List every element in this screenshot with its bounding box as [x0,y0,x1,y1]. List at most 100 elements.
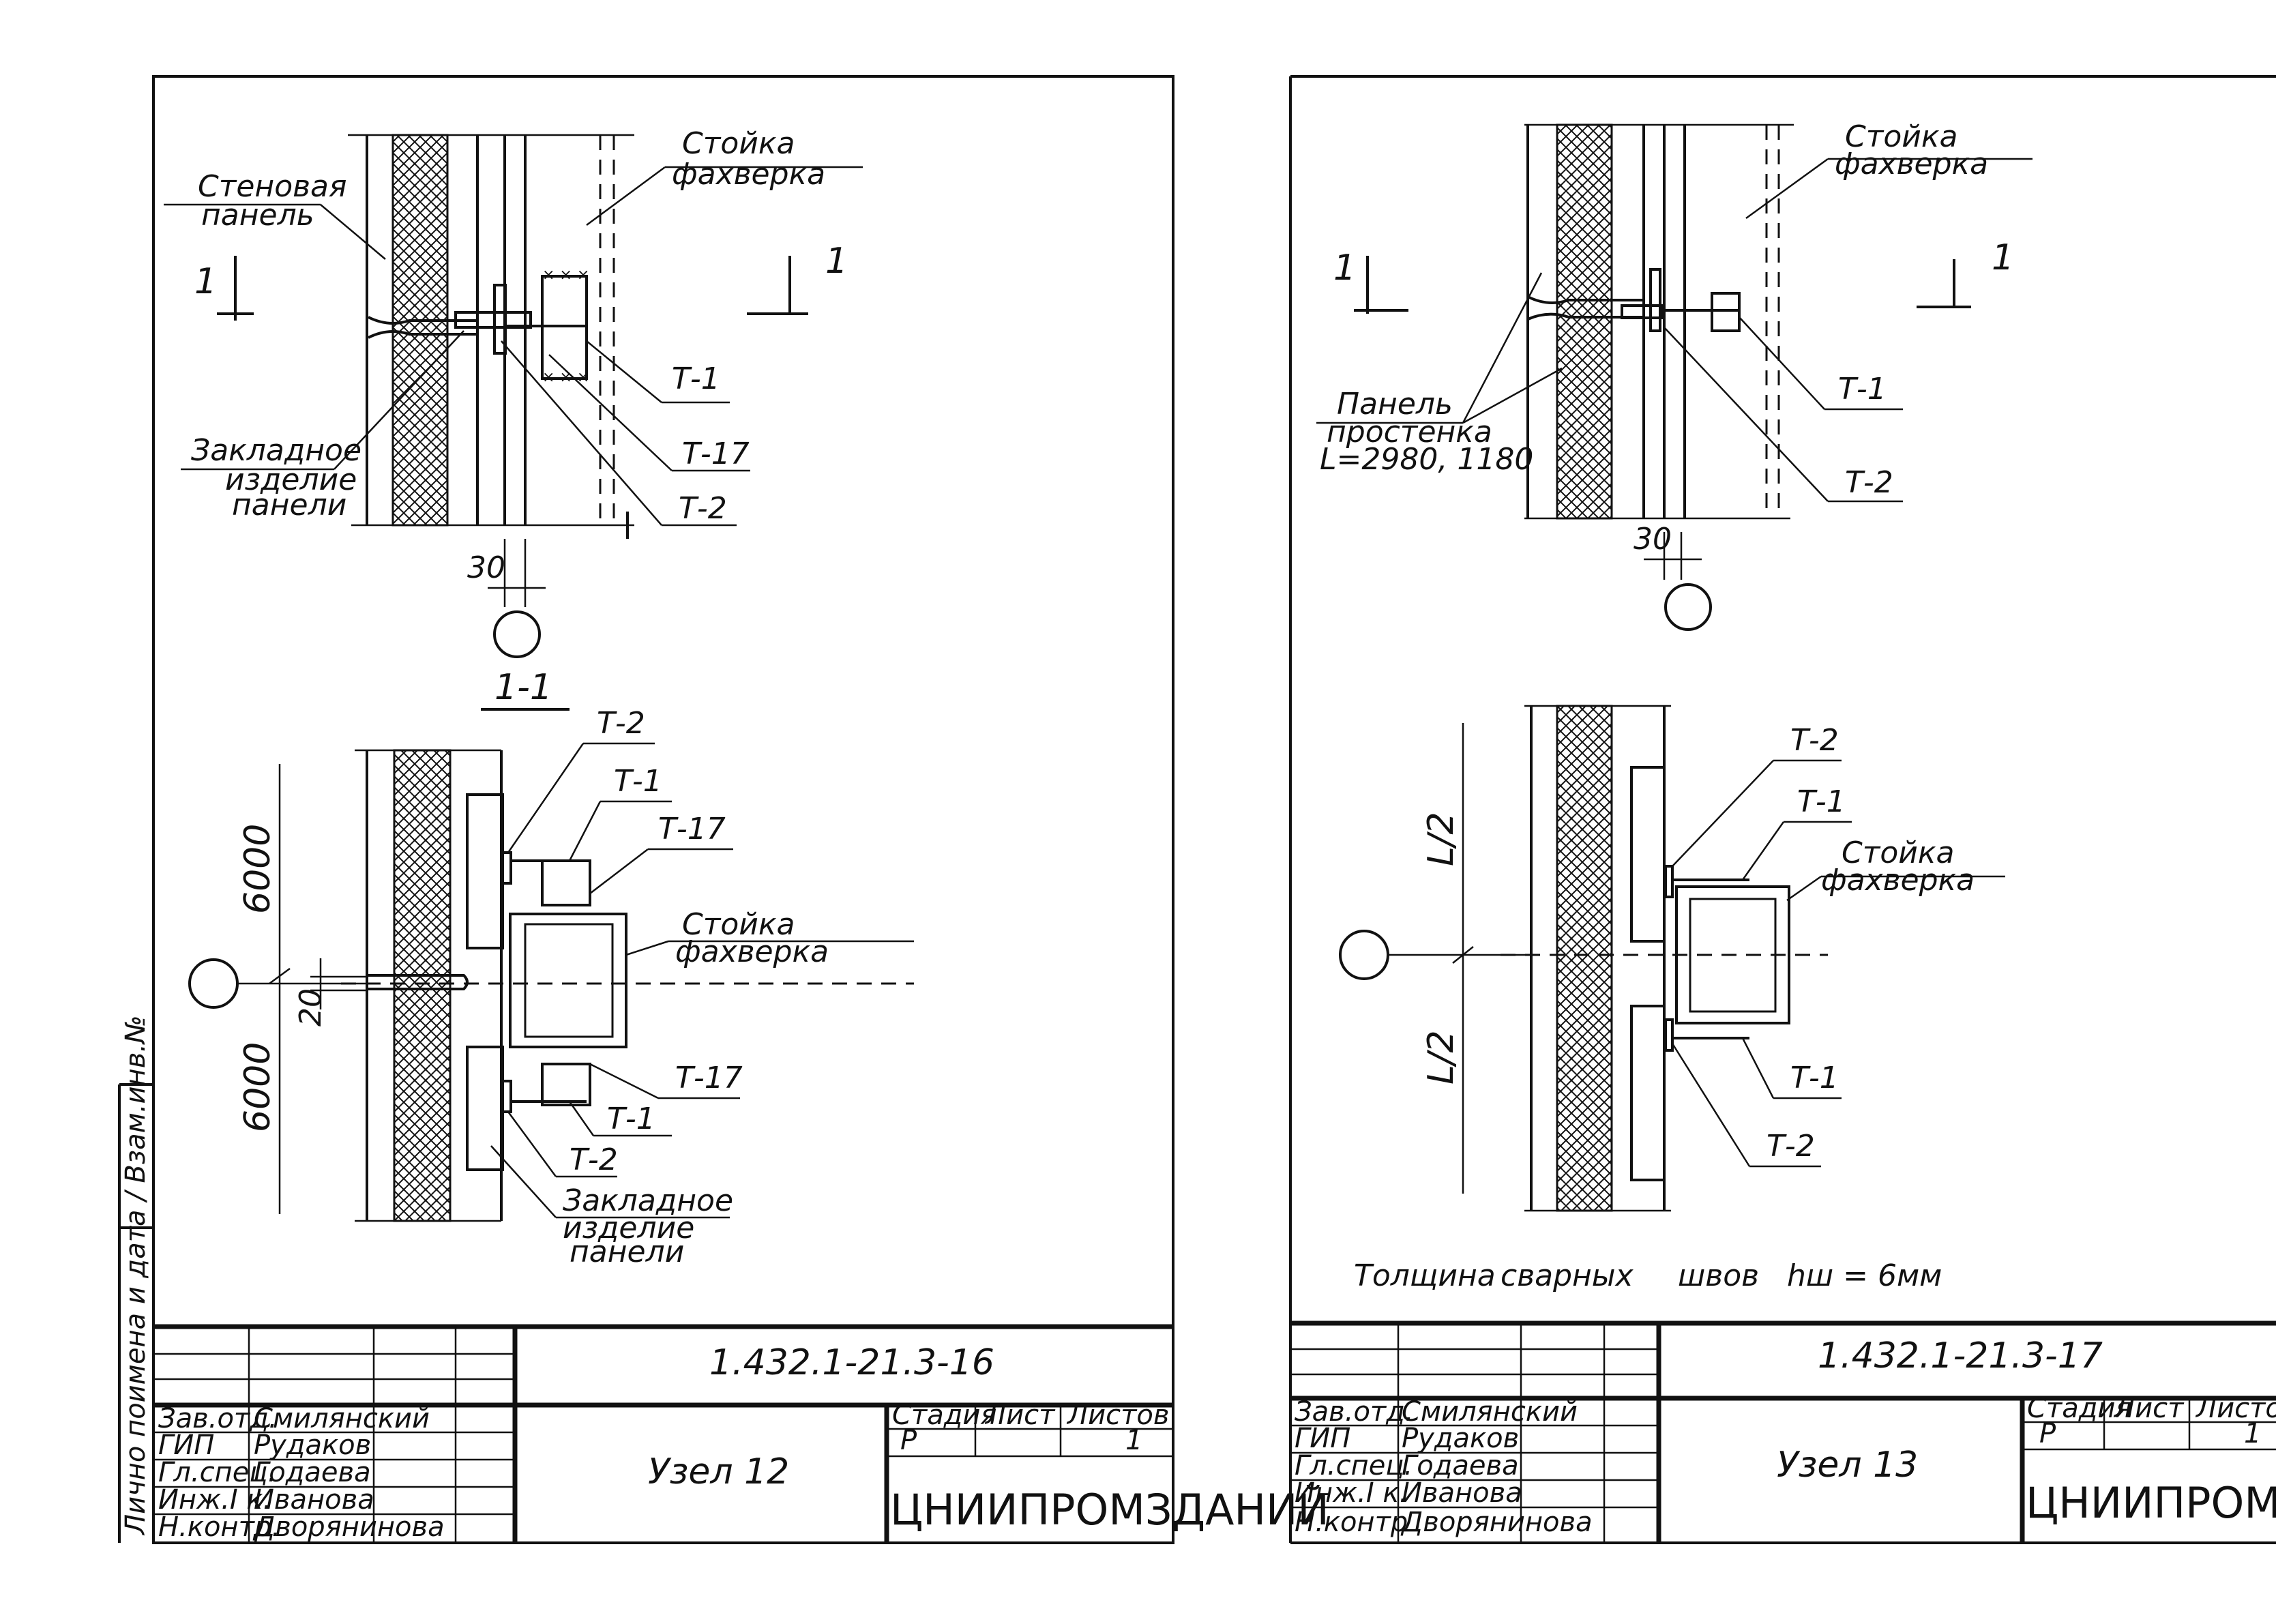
left-margin-strip: Лично поимена и дата / Взам.инв.№ [118,1015,153,1543]
left-title-block: Зав.отд. Смилянский ГИП Рудаков Гл.спец.… [153,1324,1329,1543]
tb-role-3: Инж.I к. [158,1484,271,1516]
tb-stage: Р [900,1425,917,1456]
left-plan-view: × × × × × × 30 Стойка фахверка Стеновая … [164,126,863,658]
tb-name-3: Иванова [254,1484,374,1516]
tb-role-1: ГИП [158,1430,214,1461]
tb-sheets: 1 [1125,1425,1142,1456]
r-sec-t2-bot: Т-2 [1767,1129,1815,1164]
sec-t1-top: Т-1 [614,764,662,799]
tb-role-0: Зав.отд. [158,1403,278,1434]
weld-note-4: hш = 6мм [1787,1258,1942,1293]
tb-sheet-hdr: Лист [984,1400,1056,1431]
r-axis-bubble-top [1664,583,1712,631]
wall-label-1: Стеновая [198,169,346,204]
r-tb-role-1: ГИП [1295,1423,1350,1454]
t2-plate [493,284,507,355]
sec-zaklad-3: панели [570,1235,684,1269]
r-tb-stage-hdr: Стадия [2027,1393,2131,1424]
sec-t17-bot: Т-17 [675,1061,743,1095]
r-tb-name-4: Дворянинова [1400,1507,1593,1538]
sec-zaklad-2: изделие [563,1211,694,1245]
tb-sheets-hdr: Листов [1066,1400,1169,1431]
tb-name-4: Дворянинова [252,1511,445,1543]
margin-note: Лично поимена и дата / Взам.инв.№ [120,1015,151,1536]
wall-label-2: панель [201,198,314,233]
insulation-hatch [391,134,449,527]
sec-t1-bot: Т-1 [607,1102,655,1136]
r-stoyka-2: фахверка [1835,147,1988,181]
r-sec-stoyka-2: фахверка [1821,863,1975,898]
svg-text:× × ×: × × × [542,369,589,386]
r-sec-stoyka-1: Стойка [1842,836,1954,870]
r-tb-role-2: Гл.спец. [1295,1450,1413,1481]
r-tb-role-0: Зав.отд. [1295,1396,1414,1428]
sec-t17-top: Т-17 [658,812,726,846]
tb-role-2: Гл.спец. [158,1457,276,1488]
tb-name-1: Рудаков [254,1430,371,1461]
r-tb-sheets-hdr: Листов [2195,1393,2276,1424]
left-frame [152,75,1174,1544]
tb-code: 1.432.1-21.3-16 [709,1342,994,1383]
r-panel-3: L=2980, 1180 [1320,442,1533,477]
sec-stoyka-2: фахверка [675,934,829,969]
svg-text:× × ×: × × × [542,267,589,284]
r-dim-30: 30 [1634,522,1672,557]
r-sec-t1-top: Т-1 [1797,784,1846,819]
t17-label-top: Т-17 [682,437,750,471]
t2-label-top: Т-2 [679,491,727,526]
r-sec-t1-bot: Т-1 [1790,1061,1839,1095]
r-tb-sheet-hdr: Лист [2113,1393,2185,1424]
section-title: 1-1 [494,667,552,708]
right-plan-view: 30 Стойка фахверка 1 1 Т-1 Т-2 Панель пр… [1316,119,2033,631]
zaklad-label-1: Закладное [191,433,361,468]
dim-30-top: 30 [467,550,505,585]
t1-label-top: Т-1 [672,361,720,396]
sec-stoyka-1: Стойка [682,907,795,942]
tb-name-0: Смилянский [254,1403,430,1434]
dim-20: 20 [293,988,328,1027]
r-axis-bubble-section [1339,930,1389,980]
stoyka-label-2: фахверка [672,157,825,192]
dim-6000-bot: 6000 [237,1042,278,1132]
r-tb-sheet: 1 [2244,1418,2261,1449]
r-tb-name-0: Смилянский [1402,1396,1578,1428]
sec-t2-top: Т-2 [597,706,645,741]
axis-bubble-section [188,958,239,1009]
sec-zaklad-1: Закладное [563,1183,733,1218]
sec-t2-bot: Т-2 [570,1142,618,1177]
r-half-bot: L/2 [1421,1030,1462,1084]
r-tb-name-2: Годаева [1402,1450,1519,1481]
r-sec-t2-top: Т-2 [1790,723,1839,758]
r-tb-stage: Р [2039,1418,2056,1449]
stoyka-label-1: Стойка [682,126,795,161]
cut-mark-left: 1 [194,261,217,302]
tb-org: ЦНИИПРОМЗДАНИЙ [890,1485,1329,1535]
r-tb-code: 1.432.1-21.3-17 [1818,1335,2103,1376]
r-tb-node: Узел 13 [1777,1445,1918,1486]
left-section-1-1: 1-1 6000 6000 [188,667,914,1269]
axis-bubble-top [493,610,541,658]
r-half-top: L/2 [1421,812,1462,866]
r-tb-role-3: Инж.I к. [1295,1477,1408,1509]
r-t2-top: Т-2 [1845,465,1893,500]
right-title-block: Зав.отд. Смилянский ГИП Рудаков Гл.спец.… [1290,1320,2276,1543]
r-t1-top: Т-1 [1838,372,1887,407]
tb-name-2: Годаева [254,1457,371,1488]
tb-role-4: Н.контр. [158,1511,280,1543]
tb-node: Узел 12 [648,1451,789,1492]
dim-6000-top: 6000 [237,824,278,914]
right-sheet: 30 Стойка фахверка 1 1 Т-1 Т-2 Панель пр… [1289,75,2276,1544]
right-section-view: L/2 L/2 Т-2 Т-1 Стойка фахверка Т-1 Т-2 … [1339,705,2005,1293]
r-cut-mark-left: 1 [1333,248,1356,289]
left-sheet: Лично поимена и дата / Взам.инв.№ × × × … [118,75,1329,1544]
zaklad-label-3: панели [232,488,346,522]
r-tb-name-1: Рудаков [1402,1423,1519,1454]
r-tb-name-3: Иванова [1402,1477,1522,1509]
weld-note-3: швов [1678,1258,1759,1293]
r-panel-1: Панель [1337,387,1453,422]
weld-note-2: сварных [1501,1258,1634,1293]
r-tb-org: ЦНИИПРОМЗДАНИЙ [2026,1478,2276,1528]
r-cut-mark-right: 1 [1992,237,2014,278]
tb-stage-hdr: Стадия [892,1400,996,1431]
